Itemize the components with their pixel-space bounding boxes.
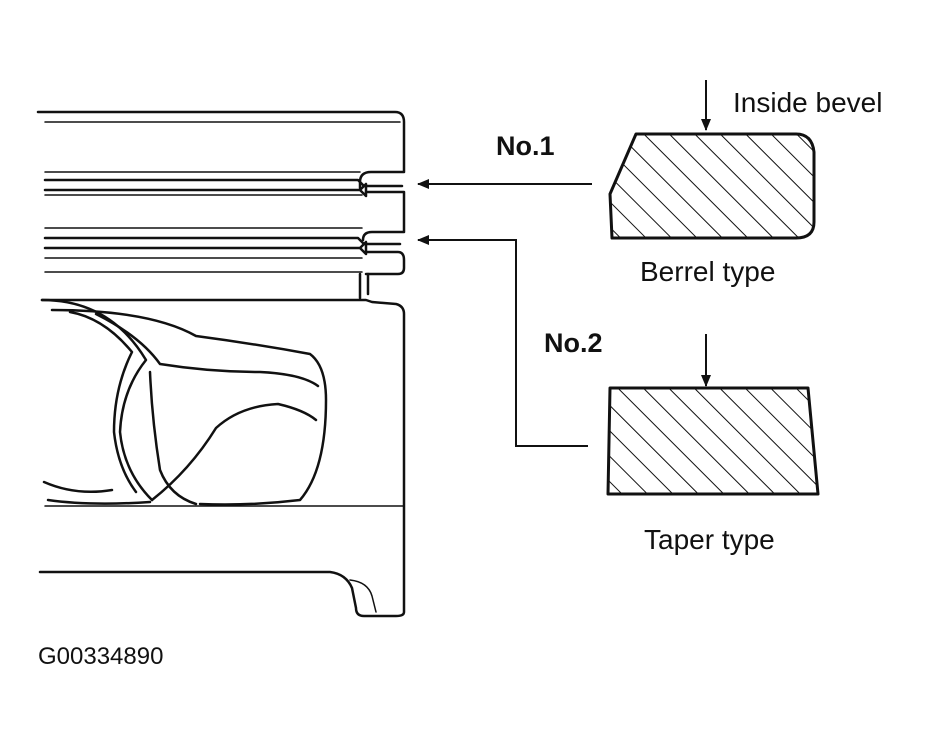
ring-1-section: [43, 178, 404, 188]
figure-code: G00334890: [38, 643, 163, 670]
ring-1-cross-section: [608, 132, 816, 240]
piston-skirt: [38, 298, 406, 618]
pin-boss: [40, 298, 154, 502]
ring-2-pointer-arrow: [417, 235, 588, 447]
leader-lines: [417, 80, 711, 447]
piston-drawing: [36, 110, 406, 618]
ring-1-label: No.1: [496, 131, 555, 161]
inside-bevel-label: Inside bevel: [733, 87, 882, 118]
ring-2-section: [43, 236, 402, 246]
ring-2-cross-section: [606, 386, 820, 496]
ring-2-type-label: Taper type: [644, 524, 775, 555]
piston-crown: [36, 110, 406, 190]
ring-1-type-label: Berrel type: [640, 256, 775, 287]
ring-2-label: No.2: [544, 328, 603, 358]
